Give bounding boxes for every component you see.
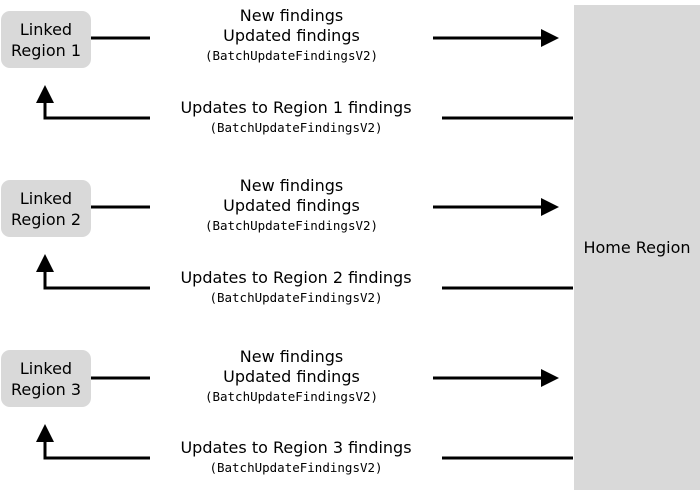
outbound-label-1-line2: Updated findings bbox=[223, 26, 360, 45]
inbound-label-2: Updates to Region 2 findings (BatchUpdat… bbox=[150, 268, 442, 308]
linked-region-2-label-line1: Linked bbox=[19, 188, 73, 208]
inbound-label-1-api: (BatchUpdateFindingsV2) bbox=[209, 120, 383, 135]
linked-region-1-box: Linked Region 1 bbox=[1, 11, 91, 68]
outbound-label-2-line1: New findings bbox=[239, 176, 344, 195]
outbound-label-1-line1: New findings bbox=[239, 6, 344, 25]
inbound-label-1-line1: Updates to Region 1 findings bbox=[180, 98, 412, 117]
home-region-box: Home Region bbox=[574, 5, 700, 490]
outbound-label-2-line2: Updated findings bbox=[223, 196, 360, 215]
home-region-label: Home Region bbox=[583, 238, 691, 257]
inbound-label-3-api: (BatchUpdateFindingsV2) bbox=[209, 460, 383, 475]
outbound-label-2: New findings Updated findings (BatchUpda… bbox=[150, 176, 433, 236]
inbound-label-3: Updates to Region 3 findings (BatchUpdat… bbox=[150, 438, 442, 478]
outbound-label-3-line1: New findings bbox=[239, 347, 344, 366]
linked-region-2-box: Linked Region 2 bbox=[1, 180, 91, 237]
outbound-label-3-line2: Updated findings bbox=[223, 367, 360, 386]
outbound-label-3-api: (BatchUpdateFindingsV2) bbox=[204, 389, 379, 404]
outbound-label-1: New findings Updated findings (BatchUpda… bbox=[150, 6, 433, 66]
inbound-arrow-1 bbox=[36, 85, 150, 120]
linked-region-2-label-line2: Region 2 bbox=[10, 209, 82, 229]
inbound-label-2-line1: Updates to Region 2 findings bbox=[180, 268, 412, 287]
outbound-label-1-api: (BatchUpdateFindingsV2) bbox=[204, 48, 379, 63]
inbound-arrow-2 bbox=[36, 254, 150, 290]
inbound-label-1: Updates to Region 1 findings (BatchUpdat… bbox=[150, 98, 442, 138]
linked-region-1-label-line2: Region 1 bbox=[10, 40, 82, 60]
linked-region-3-label-line1: Linked bbox=[19, 358, 73, 378]
outbound-label-3: New findings Updated findings (BatchUpda… bbox=[150, 347, 433, 407]
linked-region-3-box: Linked Region 3 bbox=[1, 350, 91, 407]
inbound-label-3-line1: Updates to Region 3 findings bbox=[180, 438, 412, 457]
linked-region-1-label-line1: Linked bbox=[19, 19, 73, 39]
outbound-label-2-api: (BatchUpdateFindingsV2) bbox=[204, 218, 379, 233]
linked-region-3-label-line2: Region 3 bbox=[10, 379, 82, 399]
inbound-arrow-3 bbox=[36, 424, 150, 460]
inbound-label-2-api: (BatchUpdateFindingsV2) bbox=[209, 290, 383, 305]
